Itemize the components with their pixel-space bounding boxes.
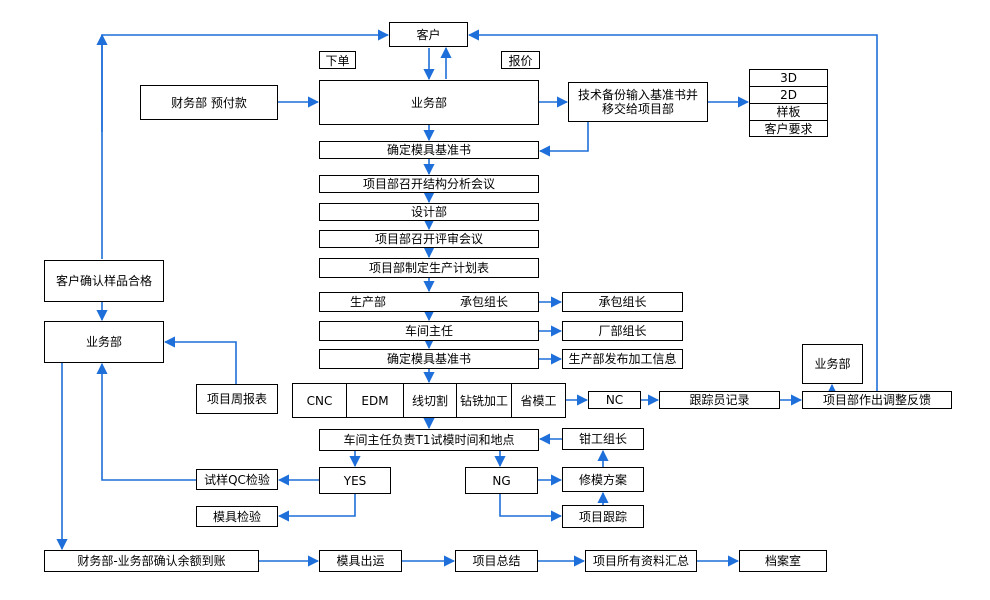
confirm-spec-node: 确定模具基准书	[319, 141, 539, 159]
spec-customer-req: 客户要求	[764, 122, 813, 136]
qc-to-sales-left-arrow	[96, 362, 196, 481]
finance-prepay-node: 财务部 预付款	[140, 85, 278, 120]
adjust-to-customer-arrow	[467, 29, 878, 391]
publish-info-node: 生产部发布加工信息	[562, 349, 683, 369]
ng-to-tracking-arrow	[499, 494, 563, 522]
tech-backup-node: 技术备份输入基准书并移交给项目部	[568, 82, 708, 122]
sales-main-node: 业务部	[319, 80, 539, 125]
machining-drill-mill: 钻铣加工	[457, 384, 512, 417]
customer-confirm-node: 客户确认样品合格	[44, 260, 164, 302]
ng-node: NG	[465, 467, 538, 494]
spec-3d: 3D	[750, 70, 827, 87]
machining-row: CNC EDM 线切割 钻铣加工 省模工	[292, 383, 566, 418]
yes-node: YES	[319, 467, 391, 494]
factory-leader-node: 厂部组长	[562, 321, 683, 341]
spec-2d: 2D	[750, 87, 827, 104]
production-plan-node: 项目部制定生产计划表	[319, 258, 539, 278]
finance-confirm-node: 财务部-业务部确认余额到账	[44, 550, 259, 572]
workshop-director-node: 车间主任	[319, 321, 539, 341]
customer-node: 客户	[389, 22, 468, 47]
techbackup-to-confirmspec-arrow	[538, 122, 589, 157]
production-dept-label: 生产部	[350, 295, 387, 309]
shipment-node: 模具出运	[319, 550, 402, 572]
repair-plan-node: 修模方案	[562, 467, 644, 492]
sales-feedback-node: 业务部	[802, 344, 863, 384]
archive-node: 档案室	[739, 550, 827, 572]
machining-cnc: CNC	[293, 384, 347, 417]
collect-node: 项目所有资料汇总	[585, 550, 697, 572]
order-label: 下单	[319, 51, 356, 69]
quote-label: 报价	[501, 51, 540, 69]
fitter-leader-node: 钳工组长	[562, 428, 644, 450]
yes-to-mold-arrow	[277, 494, 356, 522]
qc-inspection-node: 试样QC检验	[196, 469, 278, 490]
review-meeting-node: 项目部召开评审会议	[319, 230, 539, 248]
machining-polish: 省模工	[512, 384, 565, 417]
t1-trial-node: 车间主任负责T1试模时间和地点	[319, 429, 539, 451]
summary-node: 项目总结	[455, 550, 538, 572]
nc-node: NC	[588, 391, 641, 409]
spec-sample: 样板	[750, 104, 827, 121]
weekly-to-sales-left-arrow	[163, 336, 237, 384]
design-dept-node: 设计部	[319, 203, 539, 221]
sales-left-node: 业务部	[44, 321, 164, 363]
production-dept-node: 生产部 承包组长	[319, 292, 539, 312]
spec-list: 3D 2D 样板 客户要求	[749, 69, 828, 137]
contract-leader-node: 承包组长	[562, 292, 683, 312]
mold-inspection-node: 模具检验	[196, 506, 278, 527]
project-tracking-node: 项目跟踪	[562, 505, 644, 528]
machining-wire-cut: 线切割	[404, 384, 457, 417]
structure-meeting-node: 项目部召开结构分析会议	[319, 175, 539, 193]
weekly-report-node: 项目周报表	[196, 384, 278, 414]
machining-edm: EDM	[347, 384, 404, 417]
confirm-spec2-node: 确定模具基准书	[319, 349, 539, 369]
contract-leader-label: 承包组长	[459, 295, 508, 309]
adjust-feedback-node: 项目部作出调整反馈	[802, 391, 952, 409]
tracker-record-node: 跟踪员记录	[659, 391, 780, 409]
